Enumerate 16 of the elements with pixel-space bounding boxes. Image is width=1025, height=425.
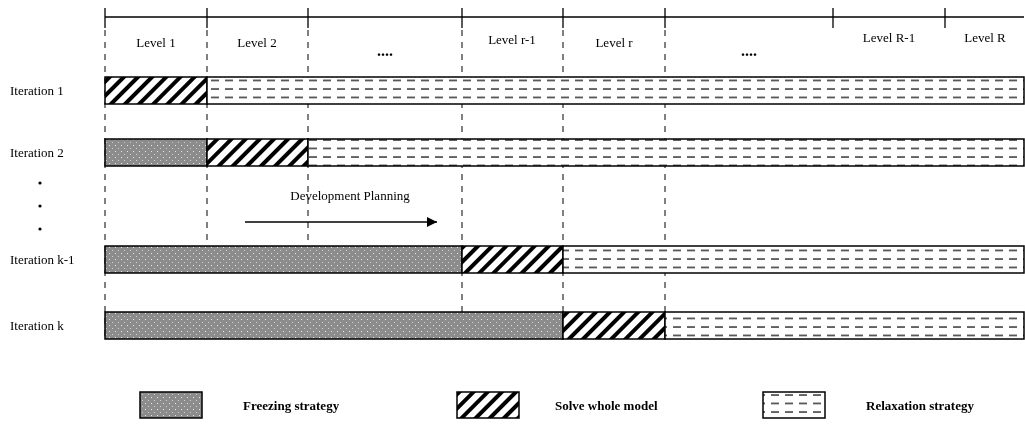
legend-label: Freezing strategy	[243, 399, 340, 412]
level-label: Level R	[964, 31, 1006, 44]
level-label: Level r	[595, 36, 633, 49]
level-label: Level R-1	[862, 31, 916, 44]
level-label: Level r-1	[488, 33, 536, 46]
legend-label: Solve whole model	[555, 399, 658, 412]
level-label: Level 1	[136, 36, 176, 49]
legend-label: Relaxation strategy	[866, 399, 974, 412]
iteration-label: Iteration 2	[10, 146, 64, 159]
ellipsis-label: ....	[741, 43, 757, 59]
arrow-label: Development Planning	[290, 189, 410, 202]
iteration-label: Iteration k	[10, 319, 64, 332]
iteration-label: Iteration 1	[10, 84, 64, 97]
level-label: Level 2	[237, 36, 277, 49]
iteration-label: Iteration k-1	[10, 253, 75, 266]
ellipsis-label: ....	[377, 43, 393, 59]
